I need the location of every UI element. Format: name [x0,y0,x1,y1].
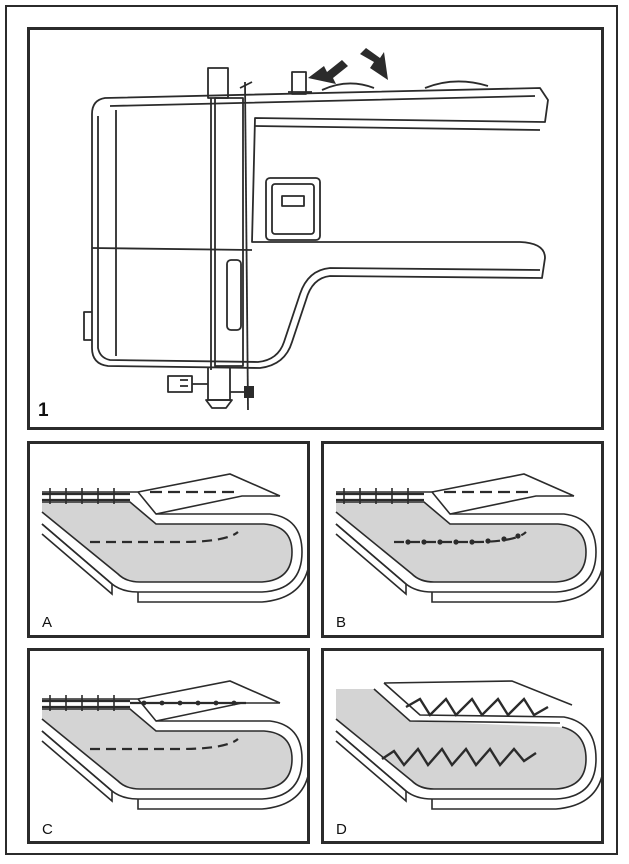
hem-zigzag-illustration [335,680,601,810]
panel-1-machine: 1 [27,27,604,430]
hem-stitch-variant-illustration [41,680,307,810]
hem-straight-stitch-illustration [41,473,307,603]
hem-blind-stitch-illustration [335,473,601,603]
sewing-machine-illustration [83,48,549,411]
figure-frame [5,5,618,855]
panel-label: A [42,614,53,631]
panel-c-hem-stitch: C [27,648,310,844]
panel-b-hem-blind-stitch: B [321,441,604,638]
panel-label: C [42,821,53,838]
panel-label: D [336,821,347,838]
panel-label: 1 [38,400,49,421]
panel-a-hem-straight: A [27,441,310,638]
panel-d-zigzag-hem: D [321,648,604,844]
panel-label: B [336,614,347,631]
